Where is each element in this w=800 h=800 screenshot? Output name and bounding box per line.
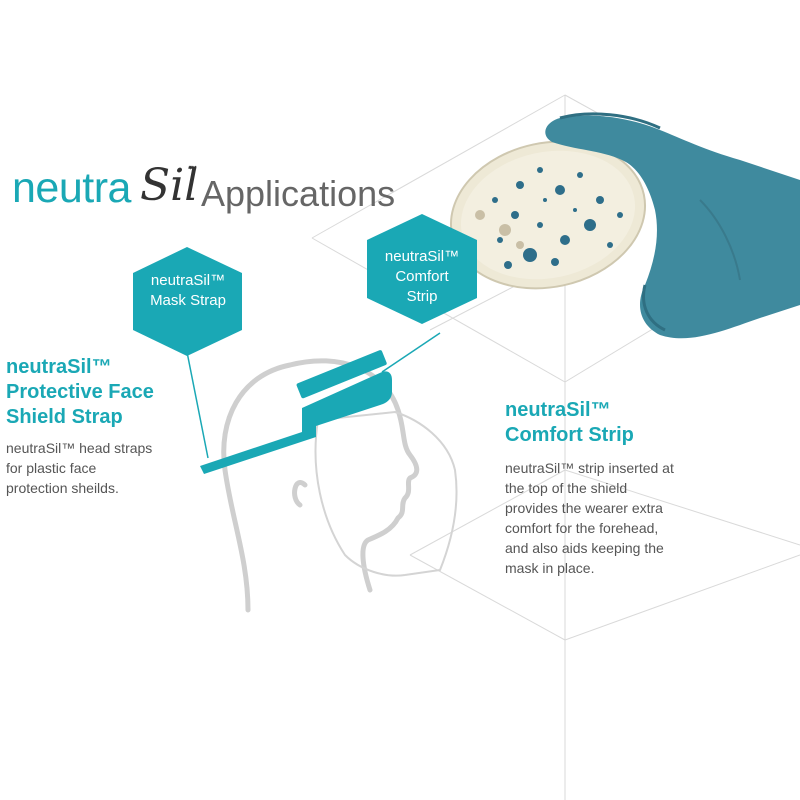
comfort-strip-hex-line-2: Comfort <box>395 268 449 285</box>
heading-line-2: Protective Face <box>6 381 154 403</box>
mask-strap-hexagon <box>133 247 242 356</box>
head-profile-icon <box>221 358 420 613</box>
description-line-4: comfort for the forehead, <box>505 520 659 536</box>
mask-strap-hex-label: neutraSil™ Mask Strap <box>133 271 243 311</box>
description-line-1: neutraSil™ strip inserted at <box>505 460 674 476</box>
comfort-strip-description: neutraSil™ strip inserted at the top of … <box>505 458 745 578</box>
heading-line-1: neutraSil™ <box>6 356 112 378</box>
description-line-3: provides the wearer extra <box>505 500 663 516</box>
title-applications: Applications <box>201 173 396 214</box>
brand-logo-script: Sil <box>140 160 199 211</box>
description-line-2: for plastic face <box>6 460 97 476</box>
brand-logo-main: neutra <box>12 164 131 212</box>
comfort-strip-hex-label: neutraSil™ Comfort Strip <box>367 247 477 307</box>
face-shield-strap-heading: neutraSil™ Protective Face Shield Strap <box>6 355 206 430</box>
face-shield-icon <box>314 410 458 577</box>
comfort-strip-hex-line-3: Strip <box>406 288 438 305</box>
description-line-6: mask in place. <box>505 560 595 576</box>
description-line-2: the top of the shield <box>505 480 628 496</box>
brand-logo-tm: ™ <box>188 164 197 174</box>
description-line-3: protection sheilds. <box>6 480 119 496</box>
comfort-strip-hex-line-1: neutraSil™ <box>384 248 460 265</box>
mask-strap-icon <box>200 371 392 474</box>
petri-dish-icon <box>449 140 647 290</box>
description-line-5: and also aids keeping the <box>505 540 664 556</box>
comfort-strip-section: neutraSil™ Comfort Strip neutraSil™ stri… <box>505 398 745 578</box>
leader-lines <box>186 332 441 459</box>
mask-strap-hex-line-2: Mask Strap <box>150 292 226 309</box>
heading-line-1: neutraSil™ <box>505 399 611 421</box>
face-shield-strap-description: neutraSil™ head straps for plastic face … <box>6 438 206 498</box>
comfort-strip-heading: neutraSil™ Comfort Strip <box>505 398 745 448</box>
mask-strap-hex-line-1: neutraSil™ <box>150 272 226 289</box>
face-shield-strap-section: neutraSil™ Protective Face Shield Strap … <box>6 355 206 498</box>
heading-line-2: Comfort Strip <box>505 424 634 446</box>
comfort-strip-icon <box>296 350 387 399</box>
description-line-1: neutraSil™ head straps <box>6 440 153 456</box>
comfort-strip-hexagon <box>367 214 477 324</box>
heading-line-3: Shield Strap <box>6 406 123 428</box>
gloved-hand-icon <box>545 112 800 339</box>
